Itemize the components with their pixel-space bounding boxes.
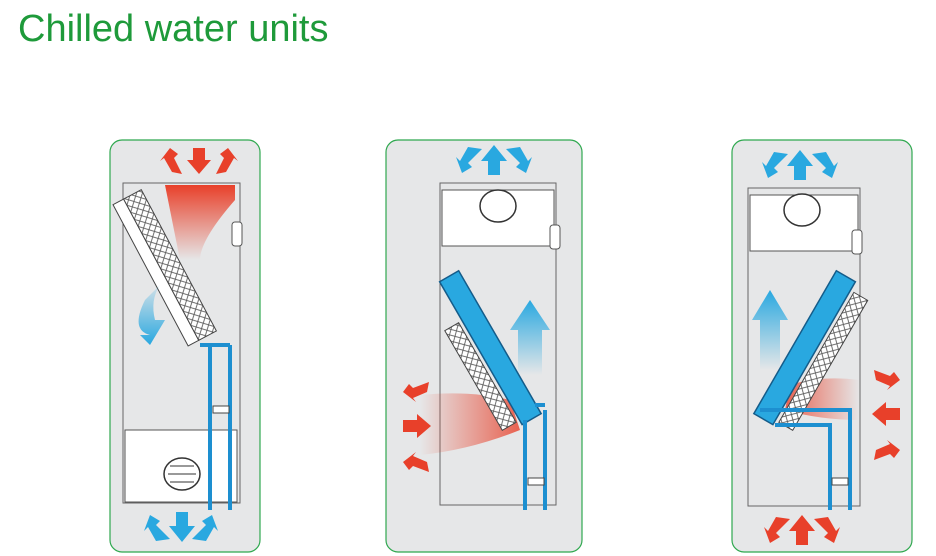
water-pipes bbox=[523, 403, 547, 510]
unit-downflow bbox=[109, 139, 261, 553]
coil bbox=[752, 269, 869, 431]
valve bbox=[212, 405, 230, 414]
hot-return-arrows bbox=[160, 148, 238, 174]
door-handle bbox=[851, 229, 863, 255]
cabinet-outline bbox=[122, 182, 241, 504]
coil bbox=[112, 188, 218, 347]
coil bbox=[438, 269, 543, 431]
hot-air-flow bbox=[165, 185, 235, 260]
cold-air-flow bbox=[510, 300, 550, 375]
cold-supply-arrows bbox=[762, 150, 838, 180]
door-handle bbox=[549, 224, 561, 250]
page-title: Chilled water units bbox=[18, 8, 329, 50]
fan-icon bbox=[783, 193, 821, 227]
door-handle bbox=[231, 221, 243, 247]
unit-upflow-rear bbox=[731, 139, 913, 553]
hot-return-arrows bbox=[403, 382, 431, 472]
cabinet-outline bbox=[747, 187, 861, 507]
water-pipes bbox=[760, 408, 852, 510]
hot-return-arrows-side bbox=[872, 370, 900, 460]
hot-return-arrows-bottom bbox=[764, 515, 840, 545]
cold-air-flow bbox=[752, 290, 788, 370]
cabinet-outline bbox=[439, 182, 557, 506]
unit-upflow-front bbox=[385, 139, 583, 553]
cold-air-flow bbox=[138, 285, 165, 345]
cold-supply-arrows bbox=[144, 512, 218, 542]
valve bbox=[831, 477, 849, 486]
fan-icon bbox=[479, 189, 517, 223]
cold-supply-arrows bbox=[456, 145, 532, 175]
water-pipes bbox=[200, 343, 232, 510]
valve bbox=[527, 477, 545, 486]
